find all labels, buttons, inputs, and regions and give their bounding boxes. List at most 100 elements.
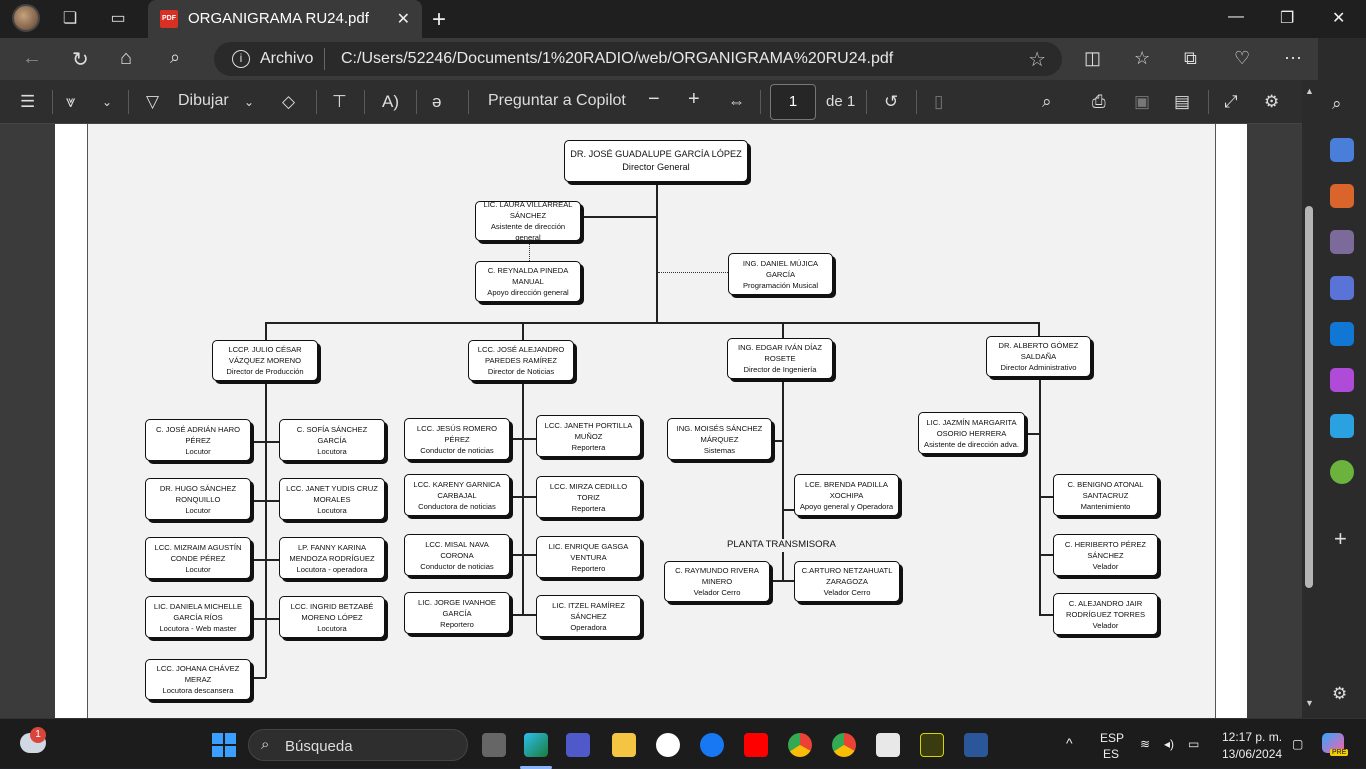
language-bottom[interactable]: ES [1103,747,1120,761]
org-role: Locutora [317,505,347,515]
find-icon[interactable]: ⌕ [1042,92,1052,111]
file-explorer-icon[interactable] [612,733,636,757]
page-view-icon[interactable]: ▯ [934,92,944,111]
rotate-icon[interactable]: ↺ [884,92,899,111]
collections-icon[interactable]: ⧉ [1184,48,1197,68]
search-icon[interactable]: ⌕ [170,47,181,67]
read-aloud-icon[interactable]: A) [382,92,399,111]
home-icon[interactable]: ⌂ [120,47,133,69]
workspaces-icon[interactable]: ❏ [62,10,78,27]
settings-icon[interactable]: ⚙ [1264,92,1280,111]
task-view-icon[interactable] [482,733,506,757]
translate-icon[interactable]: ə [432,92,442,111]
connector [251,677,266,679]
text-box-icon[interactable]: ⊤ [332,92,347,111]
scroll-up-icon[interactable]: ▲ [1305,86,1314,96]
address-bar[interactable]: i Archivo C:/Users/52246/Documents/1%20R… [214,42,1062,76]
chevron-down-icon[interactable]: ⌄ [244,95,255,109]
divider [416,90,417,114]
save-icon[interactable]: ▣ [1134,92,1151,111]
facebook-icon[interactable] [700,733,724,757]
dell-icon[interactable] [656,733,680,757]
fullscreen-icon[interactable]: ⤢ [1224,92,1238,111]
close-window-icon[interactable]: ✕ [1332,10,1346,27]
shopping-icon[interactable] [1330,138,1354,162]
tab-pdf[interactable]: PDF ORGANIGRAMA RU24.pdf ✕ [148,0,422,38]
edge-icon[interactable] [524,733,548,757]
org-name: LCC. JANET YUDIS CRUZ MORALES [286,483,378,504]
site-info-icon[interactable]: i [232,50,250,68]
draw-icon[interactable]: ▽ [146,92,160,111]
scroll-down-icon[interactable]: ▼ [1305,698,1314,708]
split-screen-icon[interactable]: ◫ [1084,48,1102,68]
clock-date[interactable]: 13/06/2024 [1222,747,1283,761]
org-name: DR. JOSÉ GUADALUPE GARCÍA LÓPEZ [570,149,742,159]
new-tab-button[interactable]: + [432,6,447,33]
chrome-icon[interactable] [788,733,812,757]
favorites-icon[interactable]: ☆ [1134,48,1151,68]
chevron-down-icon[interactable]: ⌄ [102,95,113,109]
vertical-tabs-icon[interactable]: ▭ [110,10,126,27]
start-windows-icon[interactable] [212,733,236,757]
org-role: Locutor [185,505,211,515]
save-as-icon[interactable]: ▤ [1174,92,1191,111]
tree-icon[interactable] [1330,460,1354,484]
store-icon[interactable] [876,733,900,757]
clock-time[interactable]: 12:17 p. m. [1222,730,1283,744]
minimize-icon[interactable]: — [1228,8,1244,25]
volume-icon[interactable]: ◂) [1164,737,1175,751]
pdf-scrollbar[interactable]: ▲ ▼ [1302,80,1318,718]
back-icon[interactable]: ← [22,47,42,69]
org-box-director-production: LCCP. JULIO CÉSAR VÁZQUEZ MORENO Directo… [212,340,318,381]
scroll-thumb[interactable] [1305,206,1313,588]
org-name: C.ARTURO NETZAHUATL ZARAGOZA [801,566,893,586]
highlight-icon[interactable]: ⩔ [66,92,76,111]
telegram-icon[interactable] [1330,414,1354,438]
org-box-director-engineering: ING. EDGAR IVÁN DÍAZ ROSETE Director de … [727,338,833,379]
copilot-taskbar-icon[interactable] [1322,733,1344,753]
org-role: Locutora [317,446,347,456]
sidebar-search-icon[interactable]: ⌕ [1332,94,1342,113]
sidebar-settings-icon[interactable]: ⚙ [1332,684,1348,703]
taskbar-search[interactable]: ⌕ Búsqueda [248,729,468,761]
designer-icon[interactable] [1330,368,1354,392]
zoom-in-icon[interactable]: + [688,88,700,110]
show-hidden-icons[interactable]: ^ [1066,735,1073,751]
refresh-icon[interactable]: ↻ [72,49,89,71]
notification-center-icon[interactable]: ▢ [1292,737,1304,751]
connector [1039,614,1053,616]
outlook-icon[interactable] [1330,322,1354,346]
chrome-profile-icon[interactable] [832,733,856,757]
copilot-preview-badge: PRE [1330,749,1349,756]
wifi-icon[interactable]: ≋ [1140,737,1151,751]
language-top[interactable]: ESP [1100,731,1125,745]
eraser-icon[interactable]: ◇ [282,92,296,111]
tools-icon[interactable] [1330,184,1354,208]
fit-page-icon[interactable]: ⇔ [728,92,745,111]
divider [1208,90,1209,114]
org-role: Conductora de noticias [418,501,496,511]
youtube-icon[interactable] [744,733,768,757]
page-number-input[interactable]: 1 [770,84,816,120]
draw-button[interactable]: Dibujar [178,92,229,109]
microsoft365-icon[interactable] [1330,276,1354,300]
restore-icon[interactable]: ❐ [1280,10,1295,27]
close-tab-icon[interactable]: ✕ [396,11,410,28]
zoom-out-icon[interactable]: − [648,88,660,110]
browser-essentials-icon[interactable]: ♡ [1234,48,1251,68]
games-icon[interactable] [1330,230,1354,254]
muse-icon[interactable] [920,733,944,757]
favorite-star-icon[interactable]: ☆ [1028,49,1046,71]
teams-icon[interactable] [566,733,590,757]
print-icon[interactable]: ⎙ [1092,92,1106,111]
add-sidebar-icon[interactable]: + [1334,526,1347,551]
word-icon[interactable] [964,733,988,757]
org-name: C. RAYMUNDO RIVERA MINERO [675,566,759,586]
contents-list-icon[interactable]: ☰ [20,92,36,111]
battery-icon[interactable]: ▭ [1188,737,1200,751]
ask-copilot-button[interactable]: Preguntar a Copilot [488,92,626,109]
url-text[interactable]: C:/Users/52246/Documents/1%20RADIO/web/O… [341,50,894,67]
org-name: C. REYNALDA PINEDA MANUAL [487,266,569,286]
more-options-icon[interactable]: ⋯ [1284,48,1302,68]
profile-avatar[interactable] [12,4,40,32]
